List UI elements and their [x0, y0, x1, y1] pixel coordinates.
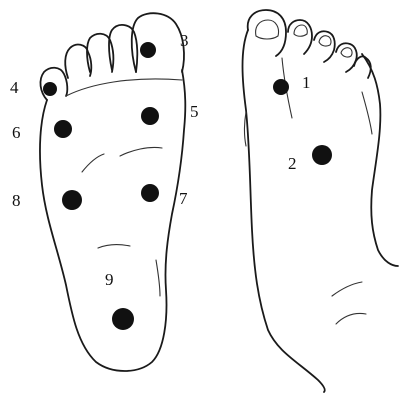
left-sole-line-1 [120, 147, 162, 156]
point-2-label: 2 [288, 154, 297, 173]
point-labels: 1 2 3 4 5 6 7 8 9 [10, 31, 311, 289]
right-foot-outline-lateral [362, 54, 398, 266]
point-5-label: 5 [190, 102, 199, 121]
point-markers [43, 42, 332, 330]
point-1-label: 1 [302, 73, 311, 92]
right-toe-4-nail [341, 48, 352, 57]
right-foot-top [243, 10, 399, 392]
right-toe-3-nail [319, 36, 331, 46]
right-ankle-curve [336, 313, 366, 324]
right-big-toe [248, 10, 286, 56]
right-tendon-2 [362, 92, 372, 134]
point-3-label: 3 [180, 31, 189, 50]
left-toe-crease [66, 79, 182, 96]
point-5-dot[interactable] [141, 107, 159, 125]
point-1-dot[interactable] [273, 79, 289, 95]
left-sole-line-2 [82, 154, 104, 172]
left-sole-outline [40, 70, 185, 371]
right-ankle-line [332, 282, 362, 296]
point-6-dot[interactable] [54, 120, 72, 138]
point-6-label: 6 [12, 123, 21, 142]
point-7-label: 7 [179, 189, 188, 208]
left-sole-line-3 [98, 245, 130, 248]
right-toe-5 [354, 56, 371, 78]
point-3-dot[interactable] [140, 42, 156, 58]
right-tendon-3 [245, 112, 247, 146]
point-8-dot[interactable] [62, 190, 82, 210]
point-8-label: 8 [12, 191, 21, 210]
point-2-dot[interactable] [312, 145, 332, 165]
point-9-dot[interactable] [112, 308, 134, 330]
left-big-toe [132, 13, 184, 72]
point-7-dot[interactable] [141, 184, 159, 202]
point-4-label: 4 [10, 78, 19, 97]
left-sole-line-4 [156, 260, 160, 296]
point-4-dot[interactable] [43, 82, 57, 96]
point-9-label: 9 [105, 270, 114, 289]
right-big-toe-nail [256, 20, 279, 39]
right-toe-2-nail [294, 25, 307, 36]
